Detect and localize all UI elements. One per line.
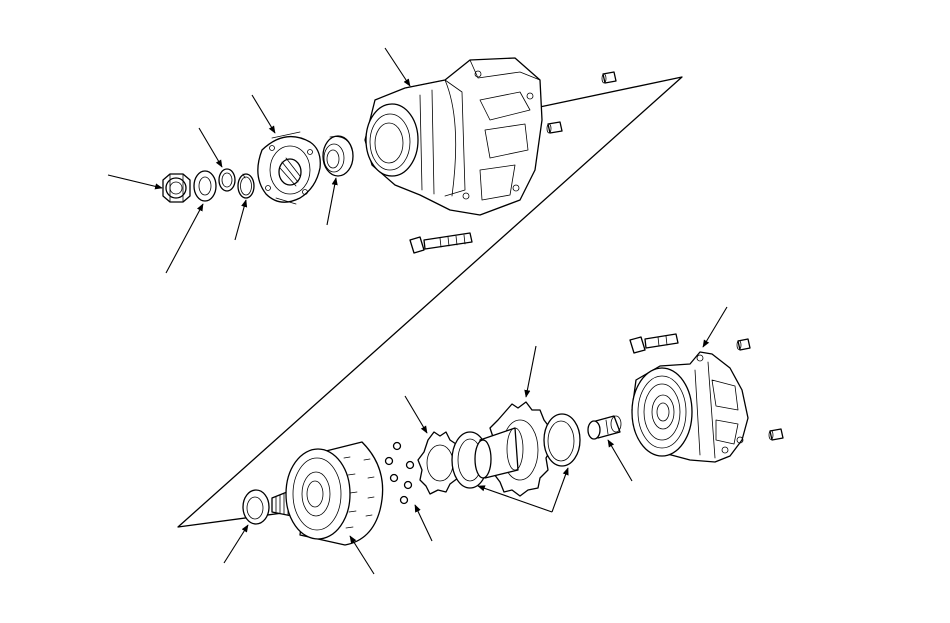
- locknut: [162, 173, 191, 203]
- clutch-friction-plate: [417, 431, 461, 495]
- leader-thrust-washer: [165, 203, 204, 274]
- leader-locknut: [107, 174, 163, 190]
- drive-flange-gear: [257, 131, 321, 205]
- leader-plates-pair: [477, 485, 553, 513]
- check-balls: [384, 441, 415, 505]
- dowel-pin-upper-1: [601, 71, 617, 84]
- leader-clutch-drum: [349, 535, 375, 575]
- flange-bolt-lower: [629, 333, 679, 354]
- leader-sleeve: [607, 439, 633, 482]
- oil-seal: [322, 135, 354, 177]
- transfer-cover: [631, 351, 749, 463]
- dowel-pin-lower-1: [736, 338, 751, 351]
- transfer-housing: [364, 57, 543, 216]
- leader-snap-ring: [234, 199, 248, 241]
- leader-lower-washer: [223, 524, 249, 564]
- spacer-washer: [218, 168, 236, 192]
- leader-lines: [107, 47, 728, 575]
- flange-bolt-upper: [409, 232, 473, 254]
- leader-spacer: [198, 127, 223, 168]
- leader-flange: [251, 94, 276, 134]
- leader-oil-seal: [326, 177, 338, 226]
- leader-cover: [702, 306, 728, 348]
- clutch-hub: [474, 401, 553, 497]
- leader-plates-pair-2: [551, 467, 569, 513]
- snap-ring: [237, 173, 255, 199]
- leader-check-balls: [414, 504, 433, 542]
- leader-friction-plate: [404, 395, 428, 434]
- shaft-sleeve: [587, 415, 622, 440]
- leader-hub: [524, 345, 537, 398]
- leader-housing: [384, 47, 411, 87]
- thrust-plate-lower: [543, 413, 581, 467]
- clutch-drum: [271, 441, 384, 546]
- dowel-pin-lower-2: [768, 428, 784, 441]
- lower-thrust-washer: [242, 489, 270, 525]
- dowel-pin-upper-2: [546, 121, 563, 134]
- thrust-washer: [193, 170, 217, 202]
